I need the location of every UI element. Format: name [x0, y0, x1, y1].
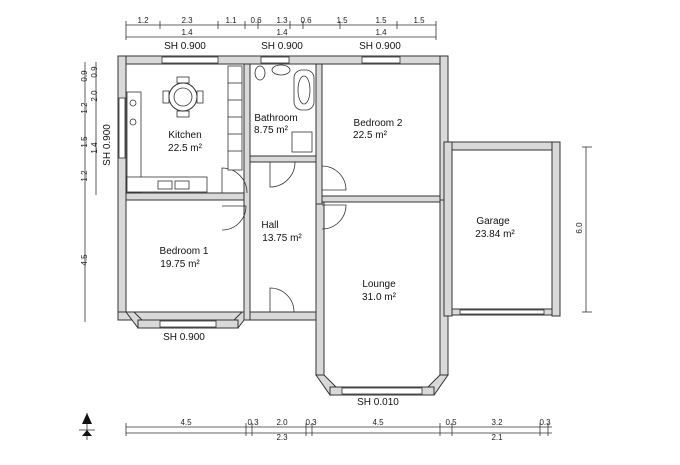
windows	[118, 56, 545, 395]
dim-bottom-2: 0.3	[247, 418, 259, 427]
dim-bottom-row2-2: 2.1	[491, 433, 503, 442]
dim-top-6: 0.6	[300, 16, 312, 25]
dim-bottom-1: 4.5	[180, 418, 192, 427]
room-kitchen-area: 22.5 m²	[168, 143, 203, 154]
sill-height-top-left: SH 0.900	[164, 41, 206, 52]
doors	[221, 161, 347, 313]
dim-top-row2-3: 1.4	[375, 28, 387, 37]
room-kitchen-name: Kitchen	[168, 130, 201, 141]
room-lounge-area: 31.0 m²	[362, 292, 397, 303]
dim-right-1: 6.0	[575, 222, 584, 234]
dim-left-3: 2.0	[90, 90, 99, 102]
dim-top-5: 1.3	[276, 16, 288, 25]
sill-height-bedroom1: SH 0.900	[163, 332, 205, 343]
dim-top-7: 1.5	[336, 16, 348, 25]
dim-left-8: 4.5	[80, 254, 89, 266]
room-lounge-name: Lounge	[362, 279, 396, 290]
dim-left-4: 1.2	[80, 102, 89, 114]
room-hall-name: Hall	[261, 220, 278, 231]
dim-bottom-8: 0.3	[539, 418, 551, 427]
north-arrow-icon	[79, 413, 95, 440]
room-bedroom1-area: 19.75 m²	[160, 259, 200, 270]
room-garage-name: Garage	[476, 216, 510, 227]
dim-bottom-row2-1: 2.3	[276, 433, 288, 442]
dim-left-7: 1.2	[80, 170, 89, 182]
top-dimension-lines	[125, 21, 437, 40]
sill-height-top-right: SH 0.900	[359, 41, 401, 52]
room-bedroom2-area: 22.5 m²	[353, 130, 388, 141]
room-bathroom-name: Bathroom	[254, 113, 297, 124]
room-hall-area: 13.75 m²	[262, 233, 302, 244]
sill-height-left: SH 0.900	[102, 124, 113, 166]
dim-left-5: 1.5	[80, 136, 89, 148]
dim-bottom-3: 2.0	[276, 418, 288, 427]
dim-top-9: 1.5	[413, 16, 425, 25]
dim-bottom-6: 0.5	[445, 418, 457, 427]
dim-top-2: 2.3	[181, 16, 193, 25]
dim-bottom-4: 0.3	[305, 418, 317, 427]
room-bathroom-area: 8.75 m²	[254, 125, 289, 136]
dim-top-row2-2: 1.4	[276, 28, 288, 37]
dim-top-4: 0.6	[250, 16, 262, 25]
room-bedroom2-name: Bedroom 2	[354, 118, 403, 129]
dim-top-3: 1.1	[225, 16, 237, 25]
room-garage-area: 23.84 m²	[475, 229, 515, 240]
left-dimension-lines	[84, 62, 97, 322]
dim-left-1: 0.9	[80, 70, 89, 82]
dim-top-row2-1: 1.4	[181, 28, 193, 37]
sill-height-lounge: SH 0.010	[357, 397, 399, 408]
bathroom-fixtures	[254, 64, 315, 153]
dim-bottom-7: 3.2	[491, 418, 503, 427]
dim-bottom-5: 4.5	[372, 418, 384, 427]
room-bedroom1-name: Bedroom 1	[160, 246, 209, 257]
dim-top-1: 1.2	[137, 16, 149, 25]
right-dimension-line	[582, 146, 592, 313]
dim-left-2: 0.9	[90, 66, 99, 78]
sill-height-top-mid: SH 0.900	[261, 41, 303, 52]
kitchen-furniture	[126, 65, 243, 193]
dim-top-8: 1.5	[375, 16, 387, 25]
bottom-dimension-lines	[125, 423, 552, 436]
dim-left-6: 1.4	[90, 142, 99, 154]
